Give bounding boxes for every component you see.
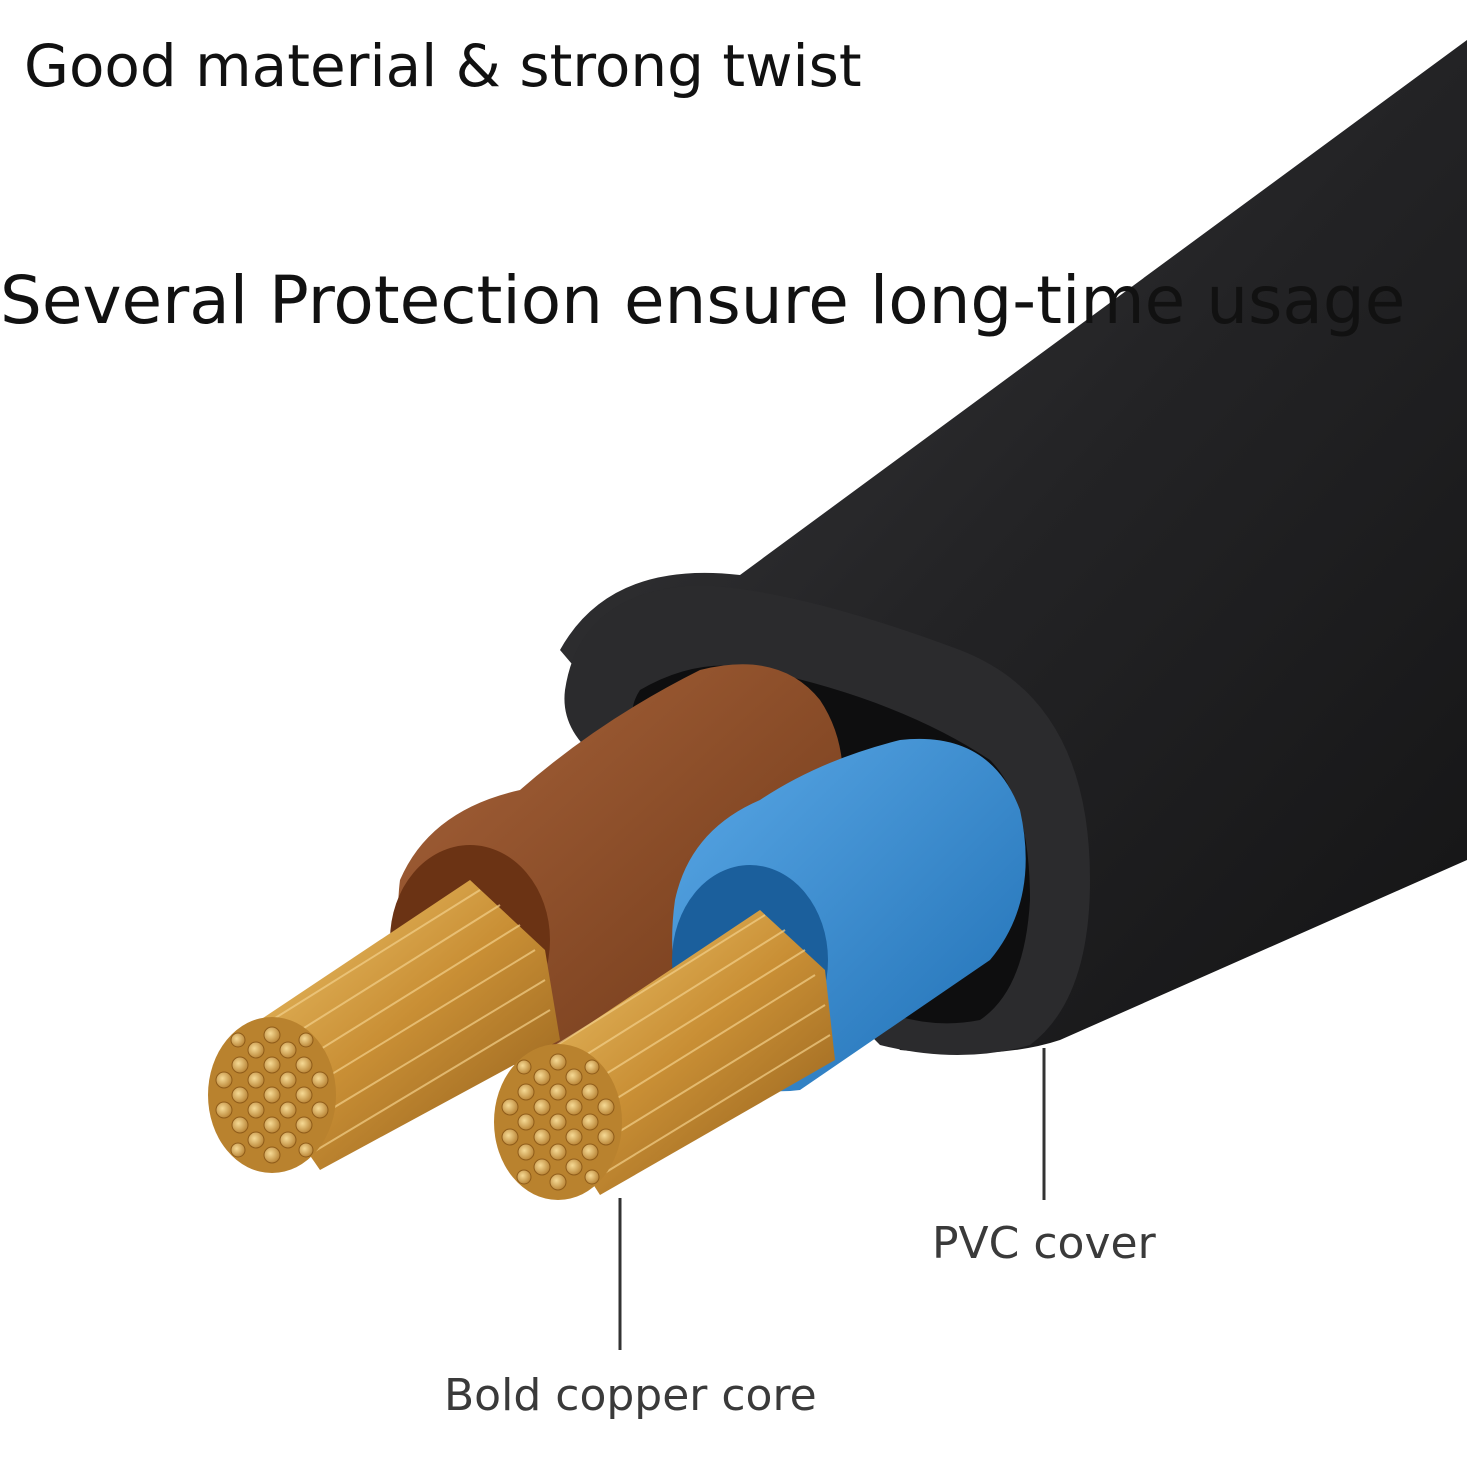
subheadline: Several Protection ensure long-time usag… [0,262,1406,339]
strand-ends-left [215,1026,329,1164]
copper-core-left [208,880,560,1173]
headline: Good material & strong twist [24,32,862,100]
pvc-cover-label: PVC cover [932,1218,1156,1269]
copper-core-label: Bold copper core [444,1370,817,1421]
strand-ends-right [501,1053,615,1191]
